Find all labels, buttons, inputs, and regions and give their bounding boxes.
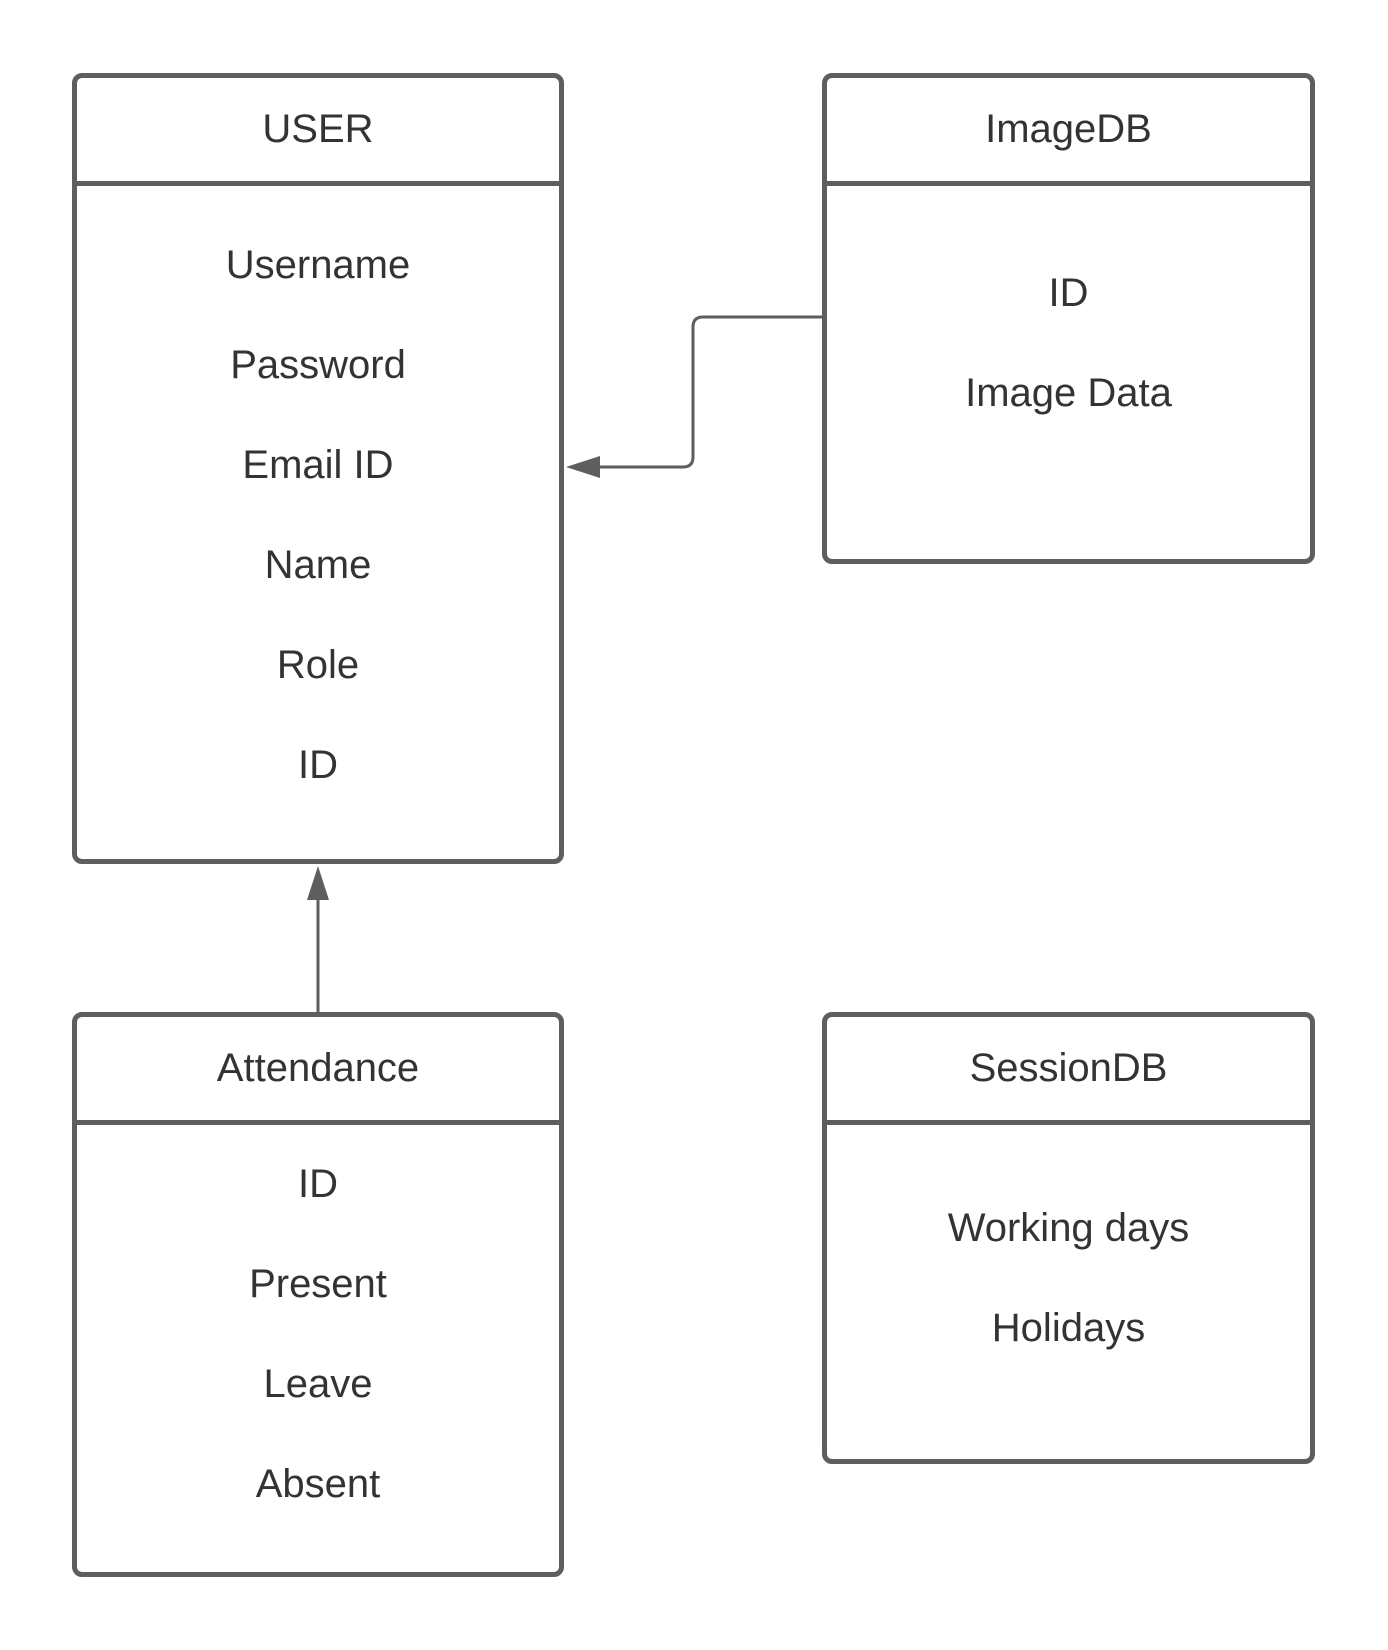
attribute: ID xyxy=(1048,271,1089,315)
entity-title: USER xyxy=(77,78,559,186)
entity-title: SessionDB xyxy=(827,1017,1310,1125)
entity-title: ImageDB xyxy=(827,78,1310,186)
attribute: Absent xyxy=(255,1462,381,1506)
attribute: ID xyxy=(298,743,338,787)
attribute: ID xyxy=(298,1162,338,1206)
entity-sessiondb: SessionDB Working days Holidays xyxy=(822,1012,1315,1464)
attribute: Name xyxy=(264,543,372,587)
attribute: Password xyxy=(230,343,406,387)
arrowhead-attendance-to-user xyxy=(307,866,329,900)
entity-attendance: Attendance ID Present Leave Absent xyxy=(72,1012,564,1577)
attribute: Email ID xyxy=(242,443,394,487)
attribute: Working days xyxy=(947,1206,1190,1250)
entity-imagedb: ImageDB ID Image Data xyxy=(822,73,1315,564)
connector-imagedb-to-user xyxy=(600,315,822,469)
attribute: Username xyxy=(225,243,411,287)
attribute: Leave xyxy=(263,1362,373,1406)
entity-user: USER Username Password Email ID Name Rol… xyxy=(72,73,564,864)
attribute: Holidays xyxy=(991,1306,1146,1350)
arrowhead-imagedb-to-user xyxy=(566,456,600,478)
attribute: Present xyxy=(249,1262,387,1306)
attribute: Image Data xyxy=(965,371,1172,415)
attribute: Role xyxy=(276,643,360,687)
entity-title: Attendance xyxy=(77,1017,559,1125)
